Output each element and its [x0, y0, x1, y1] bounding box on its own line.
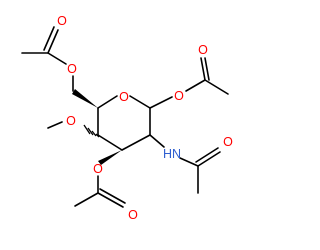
atom-c6-carbonyl-oxygen: O	[57, 14, 67, 28]
bond-o1-acyl	[185, 79, 206, 92]
bond-c3-carbonyl-2	[99, 188, 126, 204]
atom-c6-ester-oxygen: O	[67, 62, 77, 76]
bond-c3-carbonyl-1	[97, 192, 124, 208]
label-layer: O O O O O O O O HN O	[57, 14, 233, 222]
bond-ring-o-c1	[129, 95, 151, 109]
atom-c3-carbonyl-oxygen: O	[128, 208, 138, 222]
bond-n-acyl	[179, 157, 199, 167]
structure-diagram: O O O O O O O O HN O	[21, 14, 233, 222]
bond-c1-methyl	[204, 79, 229, 95]
bond-c6-carbonyl-1	[47, 29, 59, 54]
bond-ring-c2-c3	[121, 134, 151, 151]
bond-ring-c5-o	[97, 95, 118, 109]
bond-o6-acyl	[47, 52, 67, 65]
bond-layer	[21, 26, 229, 208]
atom-methoxy-oxygen: O	[66, 114, 76, 128]
bond-ring-c3-c4	[97, 134, 123, 151]
hash-c4-ome	[83, 124, 100, 138]
bond-c1-carbonyl-2	[204, 57, 210, 81]
atom-amide-nitrogen: HN	[163, 147, 181, 161]
atom-anomeric-carbonyl-oxygen: O	[198, 43, 208, 57]
bond-c6-carbonyl-2	[43, 26, 55, 51]
bond-c3-methyl	[74, 192, 99, 207]
bond-c1-carbonyl-1	[200, 57, 206, 81]
bond-c1-o	[149, 96, 173, 109]
bond-n-carbonyl-1	[197, 151, 221, 167]
atom-amide-carbonyl-oxygen: O	[223, 135, 233, 149]
atom-anomeric-ester-oxygen: O	[174, 89, 184, 103]
bond-ome-methyl	[47, 121, 63, 129]
wedge-c5-c6	[72, 89, 98, 108]
atom-c3-ester-oxygen: O	[93, 162, 103, 176]
wedge-c3-o	[98, 150, 122, 165]
bond-c2-n	[149, 134, 165, 148]
bond-n-carbonyl-2	[195, 147, 219, 163]
atom-ring-oxygen: O	[119, 90, 129, 104]
molecule-svg: O O O O O O O O HN O	[21, 14, 233, 222]
